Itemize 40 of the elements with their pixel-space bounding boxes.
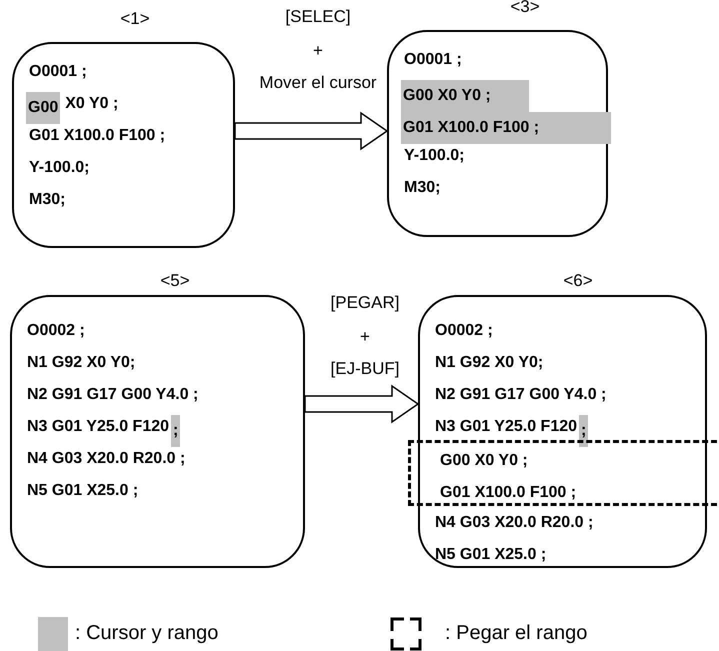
legend-text: : Pegar el rango [445, 621, 588, 646]
code-line: N5 G01 X25.0 ; [27, 481, 138, 501]
program-screen [10, 295, 305, 568]
program-screen [12, 42, 235, 248]
code-line: N3 G01 Y25.0 F120 [435, 417, 578, 437]
highlighted-code-text: G01 X100.0 F100 ; [401, 112, 611, 144]
block-arrow [234, 112, 388, 150]
code-line: O0001 ; [404, 50, 462, 70]
pasted-range-frame [408, 440, 717, 506]
code-line: N2 G91 G17 G00 Y4.0 ; [435, 385, 606, 405]
code-line: O0001 ; [29, 62, 87, 82]
code-line: M30; [29, 190, 66, 210]
code-line: N4 G03 X20.0 R20.0 ; [27, 449, 186, 469]
code-line: O0002 ; [27, 321, 85, 341]
panel-number: <5> [160, 270, 190, 292]
code-line: Y-100.0; [29, 158, 90, 178]
panel-number: <1> [120, 8, 150, 30]
highlighted-code-text: ; [171, 415, 180, 447]
code-line: N3 G01 Y25.0 F120 [27, 417, 170, 437]
code-line: G01 X100.0 F100 ; [29, 126, 166, 146]
code-line: X0 Y0 ; [65, 94, 118, 114]
panel-number: <6> [563, 270, 593, 292]
code-line: N5 G01 X25.0 ; [435, 545, 546, 565]
code-line: G01 X100.0 F100 ; [440, 484, 576, 501]
code-line: Y-100.0; [404, 146, 464, 166]
code-line: G00 X0 Y0 ; [440, 452, 528, 469]
panel-number: <3> [510, 0, 540, 18]
highlighted-code-text: ; [579, 415, 588, 447]
code-line: M30; [404, 178, 440, 198]
highlighted-code-text: G00 X0 Y0 ; [401, 80, 529, 112]
code-line: O0002 ; [435, 321, 493, 341]
code-line: N2 G91 G17 G00 Y4.0 ; [27, 385, 198, 405]
code-line: N1 G92 X0 Y0; [27, 353, 136, 373]
legend-text: : Cursor y rango [75, 621, 218, 646]
program-screen [418, 295, 707, 568]
block-arrow [304, 384, 420, 424]
program-screen [387, 30, 608, 237]
code-line: N4 G03 X20.0 R20.0 ; [435, 513, 594, 533]
highlighted-code-text: G00 [26, 92, 60, 124]
code-line: N1 G92 X0 Y0; [435, 353, 544, 373]
